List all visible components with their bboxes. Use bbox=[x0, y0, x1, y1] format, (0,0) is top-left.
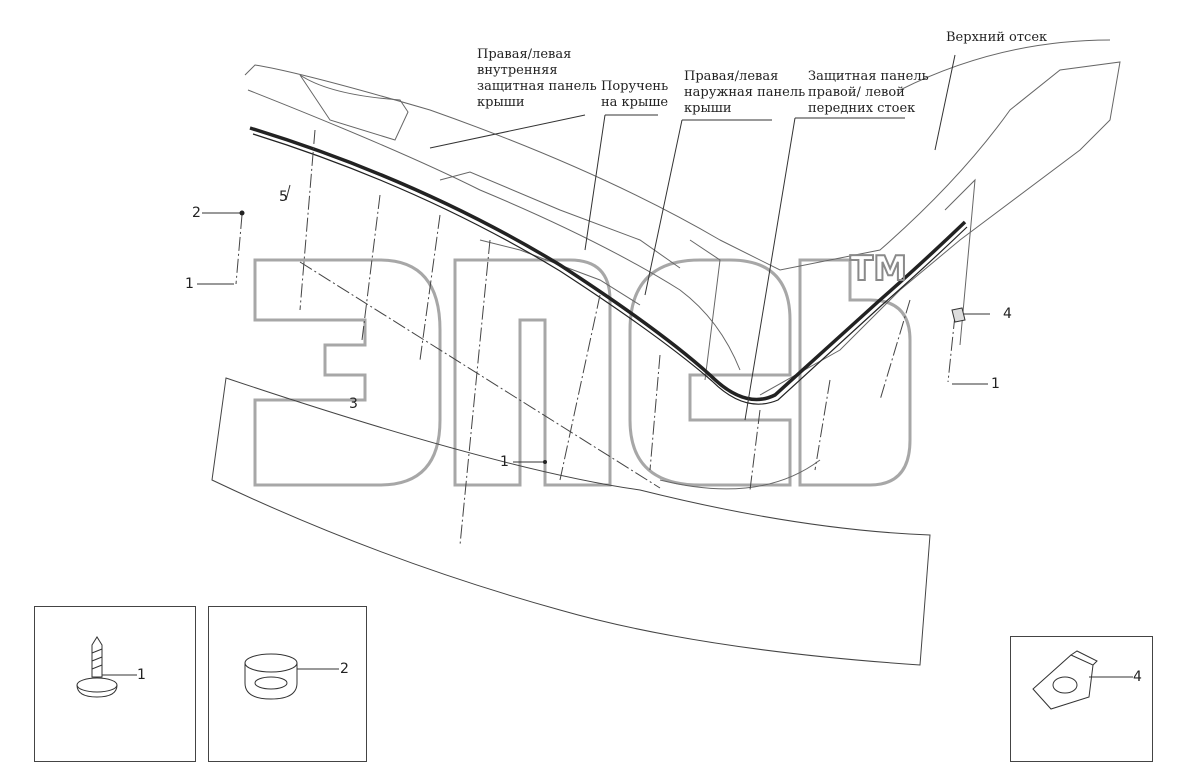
outer-roof-panel-label: Правая/левая наружная панель крыши bbox=[684, 69, 806, 116]
clip-drawing bbox=[1032, 650, 1133, 710]
detail-box-screw: 1 bbox=[34, 606, 196, 762]
callout-1-right: 1 bbox=[991, 376, 1000, 392]
inner-roof-panel-label: Правая/левая внутренняя защитная панель … bbox=[477, 47, 597, 110]
detail-4-number: 4 bbox=[1133, 669, 1142, 685]
lower-panel bbox=[211, 377, 931, 666]
screw-drawing bbox=[76, 636, 137, 698]
clip-part bbox=[951, 307, 966, 323]
leader-lines bbox=[197, 54, 990, 463]
callout-5: 5 bbox=[279, 189, 288, 205]
watermark-logo bbox=[253, 258, 912, 487]
axis-lines bbox=[235, 129, 956, 546]
callout-4: 4 bbox=[1003, 306, 1012, 322]
callout-3: 3 bbox=[349, 396, 358, 412]
roof-handrail-label: Поручень на крыше bbox=[601, 79, 669, 110]
front-pillar-panel-label: Защитная панель правой/ левой передних с… bbox=[808, 69, 929, 116]
detail-box-clip: 4 bbox=[1010, 636, 1153, 762]
watermark-tm: TM bbox=[849, 249, 908, 289]
callout-1-left: 1 bbox=[185, 276, 194, 292]
callout-2: 2 bbox=[192, 205, 201, 221]
callout-1-bottom: 1 bbox=[500, 454, 509, 470]
upper-compartment-label: Верхний отсек bbox=[946, 30, 1048, 45]
grommet-drawing bbox=[244, 653, 339, 700]
detail-2-number: 2 bbox=[340, 661, 349, 677]
detail-box-grommet: 2 bbox=[208, 606, 367, 762]
detail-1-number: 1 bbox=[137, 667, 146, 683]
roof-outline bbox=[244, 39, 1121, 490]
seal-strip bbox=[249, 126, 968, 405]
